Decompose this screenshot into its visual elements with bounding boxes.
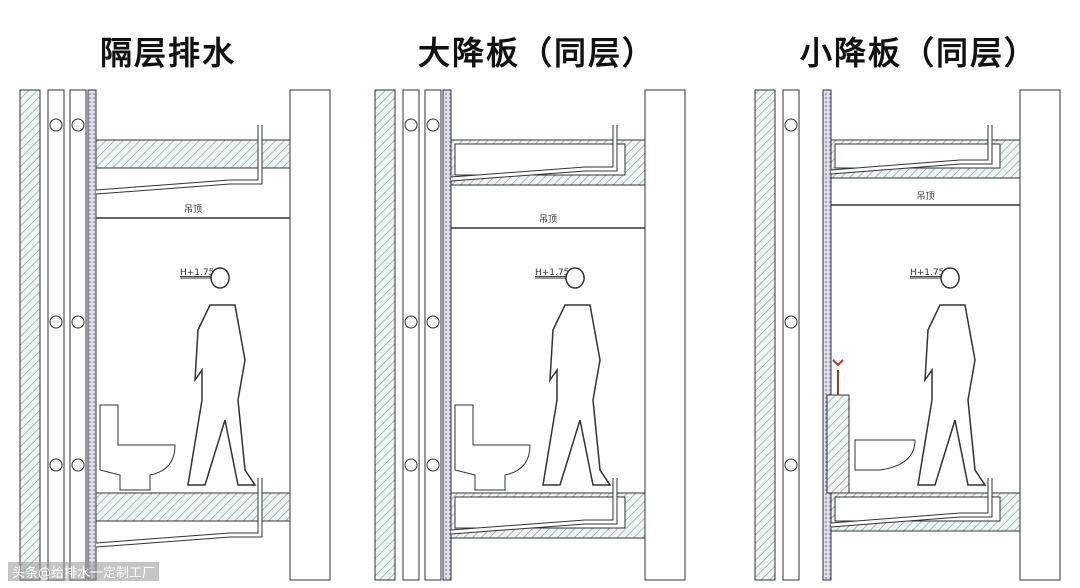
pipe-fitting <box>71 118 85 132</box>
elevation-label: H+1.75 <box>180 268 214 278</box>
person-figure <box>542 267 612 486</box>
branch-pipe-inner <box>450 478 617 534</box>
watermark: 头条@给排水一定制工厂 <box>8 562 160 581</box>
panel-1-title: 隔层排水 <box>100 34 237 72</box>
left-wall <box>19 89 41 581</box>
pipe-fitting <box>49 458 63 472</box>
pipe-fitting <box>49 118 63 132</box>
pipe-fitting <box>784 458 798 472</box>
vertical-drain-pipe <box>47 89 65 581</box>
pipe-fitting <box>404 458 418 472</box>
vertical-drain-pipe <box>424 89 442 581</box>
panel-1: 吊顶 H+1.75 <box>19 89 331 581</box>
elevation-label: H+1.75 <box>910 268 944 278</box>
branch-pipe-inner <box>830 125 992 174</box>
person-figure <box>187 267 257 486</box>
panel-3: 吊顶 H+1.75 <box>754 89 1061 581</box>
vertical-drain-pipe <box>69 89 87 581</box>
vertical-drain-pipe <box>402 89 420 581</box>
branch-pipe-inner <box>95 125 262 194</box>
vertical-drain-pipe <box>782 89 800 581</box>
pipe-fitting <box>426 458 440 472</box>
ceiling-label: 吊顶 <box>916 191 934 202</box>
panel-2: 吊顶 H+1.75 <box>374 89 686 581</box>
insulation-layer <box>87 89 97 581</box>
branch-pipe-inner <box>95 478 262 547</box>
pipe-fitting <box>426 315 440 329</box>
flower-vase <box>832 359 844 395</box>
toilet <box>99 404 176 491</box>
pipe-fitting <box>71 458 85 472</box>
person-figure <box>917 267 987 486</box>
insulation-layer <box>822 89 832 581</box>
concealed-cistern <box>826 394 850 494</box>
toilet <box>454 404 531 491</box>
elevation-label: H+1.75 <box>535 268 569 278</box>
panel-3-title: 小降板（同层） <box>800 34 1039 72</box>
pipe-fitting <box>426 118 440 132</box>
right-wall <box>644 89 686 581</box>
ceiling-label: 吊顶 <box>184 204 202 215</box>
insulation-layer <box>442 89 452 581</box>
pipe-fitting <box>404 118 418 132</box>
pipe-fitting <box>784 315 798 329</box>
pipe-fitting <box>404 315 418 329</box>
ceiling-label: 吊顶 <box>539 214 557 225</box>
left-wall <box>754 89 776 581</box>
right-wall <box>1019 89 1061 581</box>
pipe-fitting <box>49 315 63 329</box>
right-wall <box>289 89 331 581</box>
pipe-fitting <box>71 315 85 329</box>
wall-hung-toilet <box>854 439 916 471</box>
branch-pipe-inner <box>830 478 992 527</box>
branch-pipe-inner <box>450 125 617 181</box>
left-wall <box>374 89 396 581</box>
pipe-fitting <box>784 118 798 132</box>
panel-2-title: 大降板（同层） <box>418 34 657 72</box>
